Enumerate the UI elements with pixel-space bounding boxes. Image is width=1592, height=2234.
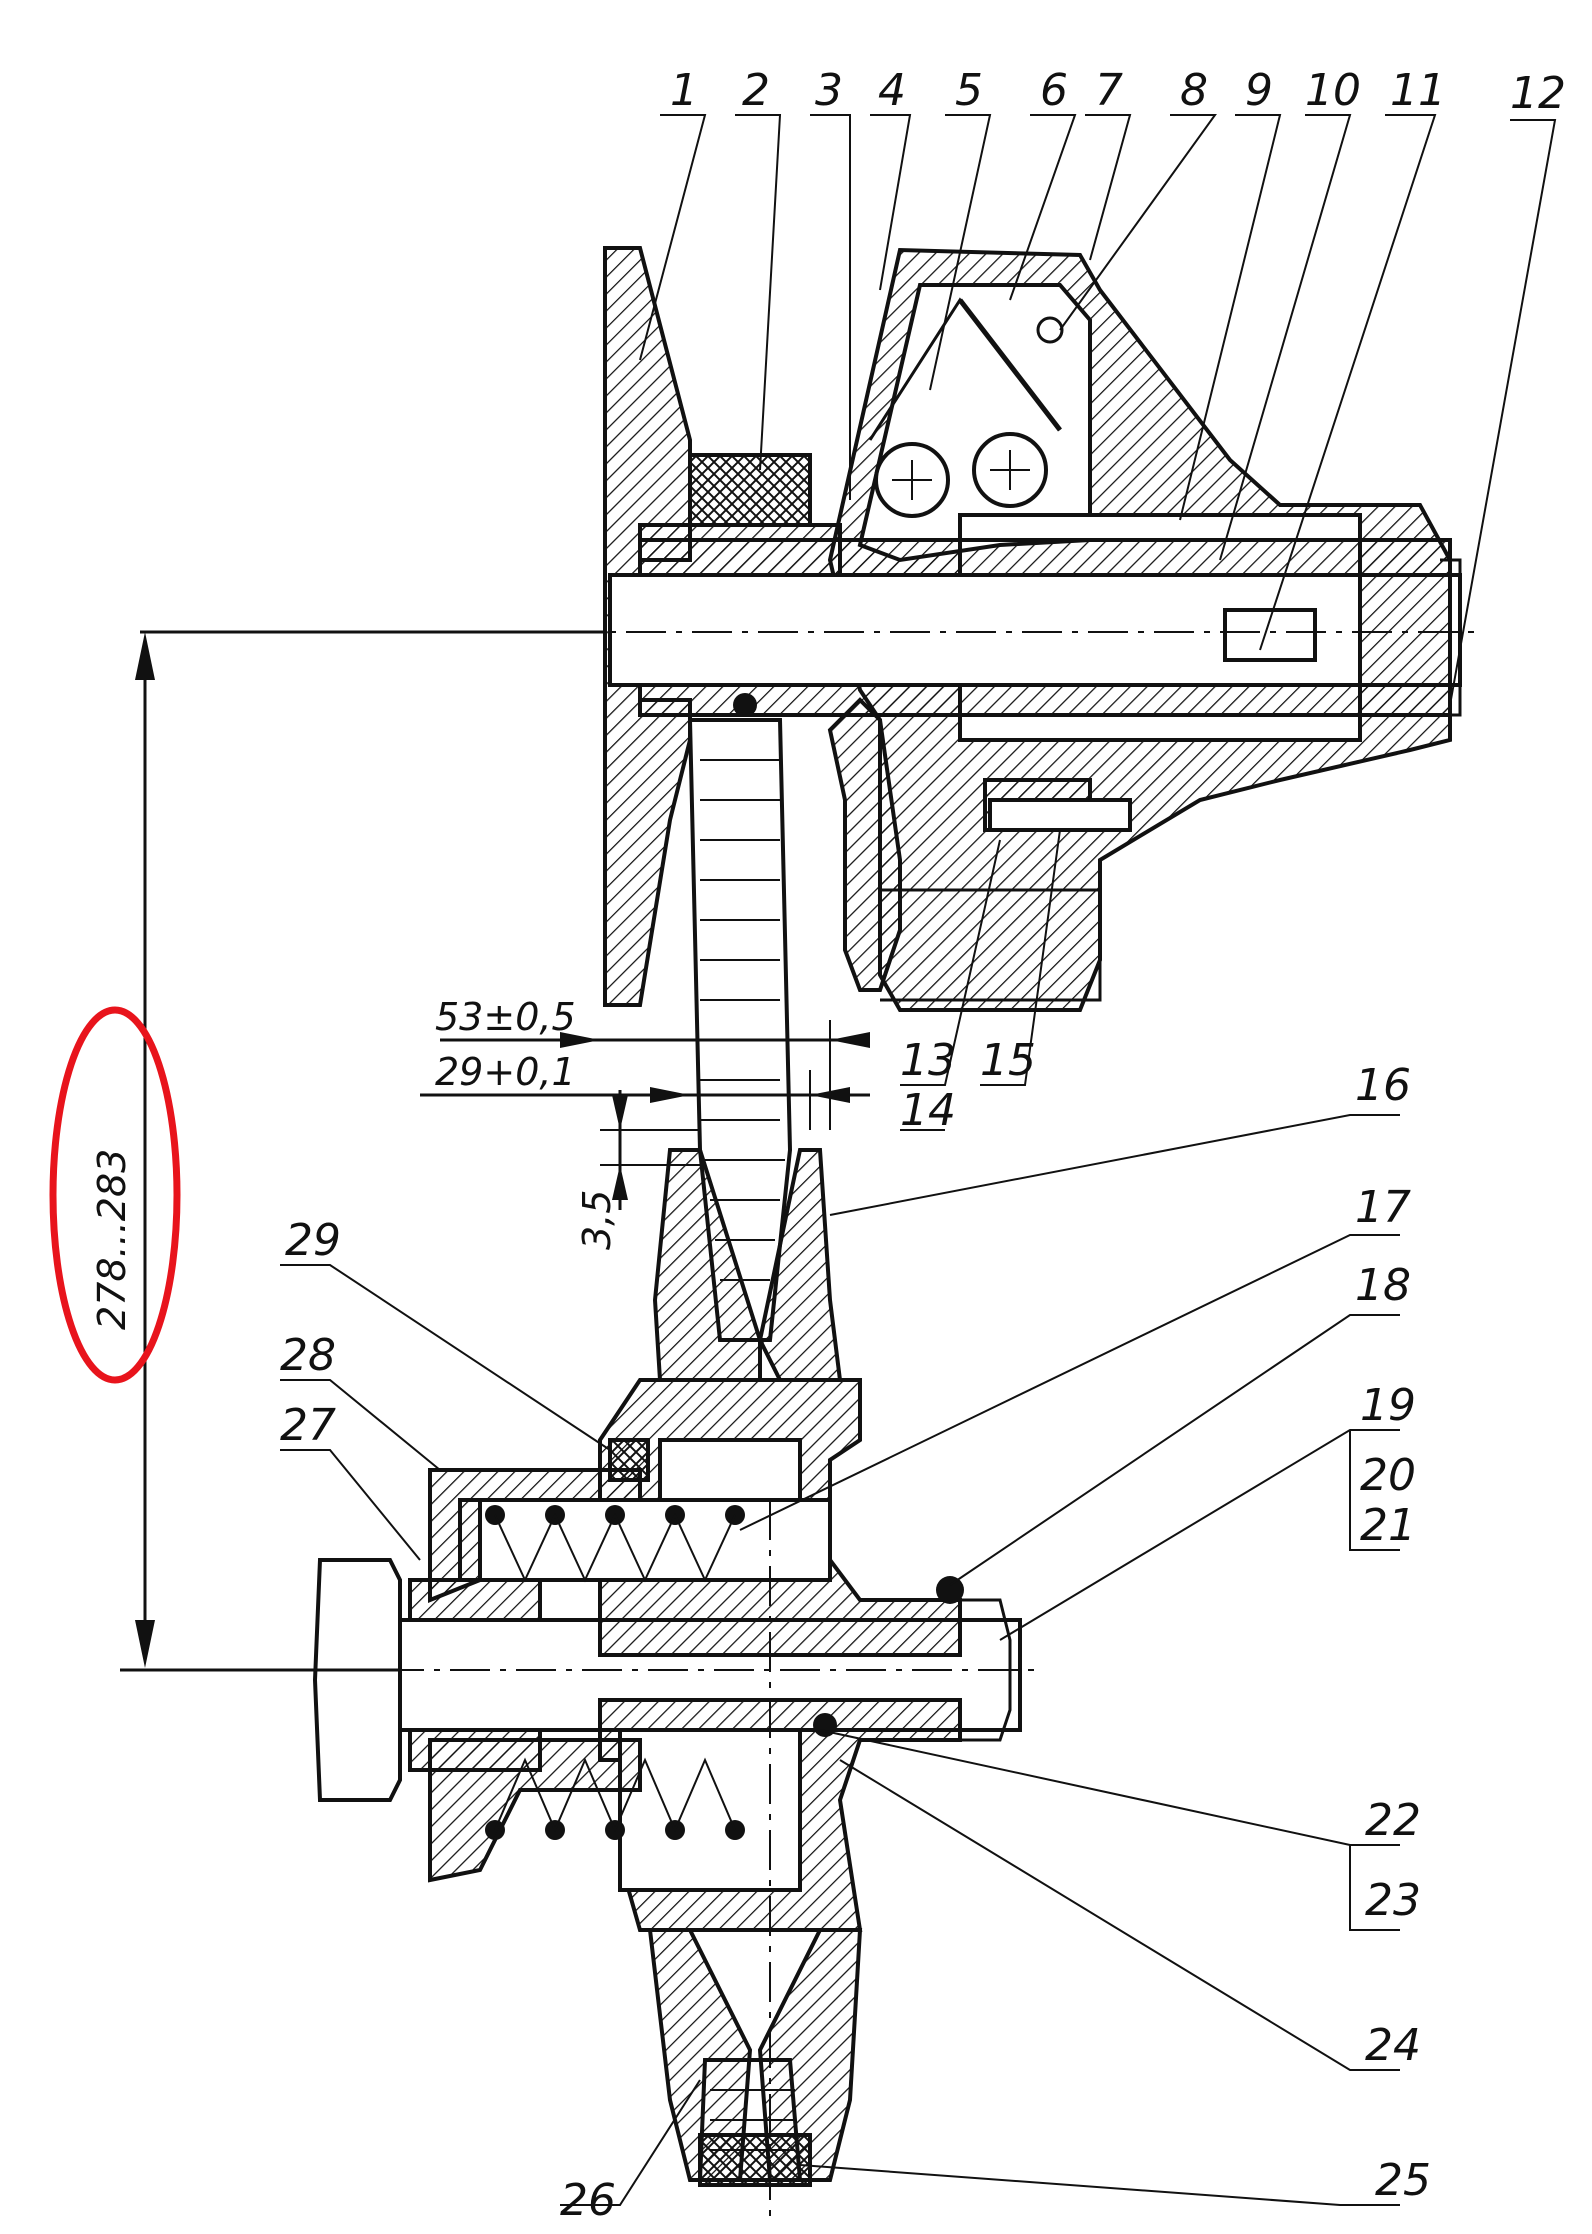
dim-center-distance-text: 278...283 <box>90 1149 134 1330</box>
shaft-collar-top <box>408 1578 542 1622</box>
center-distance-arrow-bottom <box>135 1620 155 1668</box>
part-label: 16 <box>1355 1060 1411 1111</box>
dim-29-arrow-left <box>650 1087 690 1103</box>
lower-housing-outline <box>880 888 1102 1002</box>
driven-shaft-sleeve-top <box>598 1618 962 1657</box>
part-label: 5 <box>955 65 983 116</box>
driven-pulley-group <box>120 1148 1040 2220</box>
dimension-texts: 53±0,5 29+0,1 3,5 278...283 <box>90 995 619 1330</box>
part-label: 21 <box>1360 1500 1416 1551</box>
part-label: 3 <box>815 65 843 116</box>
clutch-cam-lower <box>428 1738 642 1883</box>
dim-29-arrow-right <box>810 1087 850 1103</box>
dimension-lines <box>120 630 870 1672</box>
drive-shaft <box>608 573 1462 687</box>
part-label: 4 <box>878 65 906 116</box>
driven-ball-bearing <box>813 1713 837 1737</box>
driven-cone-left-bottom <box>647 1928 753 2182</box>
highlight-ellipse <box>49 1006 181 1384</box>
dim-3-5-arrow-bottom <box>612 1165 628 1200</box>
dim-3-5-arrow-top <box>612 1095 628 1130</box>
part-label: 9 <box>1245 65 1273 116</box>
part-label: 28 <box>280 1330 336 1381</box>
part-label: 19 <box>1360 1380 1416 1431</box>
drive-pulley-group <box>560 246 1480 1012</box>
ball-bearing <box>733 693 757 717</box>
part-label: 12 <box>1510 68 1566 119</box>
shaft-sleeve-bottom <box>638 683 962 717</box>
part-label: 17 <box>1355 1182 1411 1233</box>
dim-53-arrow-right <box>830 1032 870 1048</box>
driven-shaft-sleeve-bottom <box>598 1698 962 1732</box>
driven-end-washer <box>936 1576 964 1604</box>
part-label: 10 <box>1305 65 1361 116</box>
seal-29 <box>608 1438 650 1482</box>
dim-pulley-gap-text: 29+0,1 <box>435 1050 576 1094</box>
part-label: 27 <box>280 1400 336 1451</box>
driven-cone-right-bottom <box>757 1928 863 2182</box>
pivot-pin <box>1036 316 1064 344</box>
part-label: 7 <box>1095 65 1123 116</box>
dim-3-5-extensions <box>600 1129 700 1166</box>
part-label: 26 <box>560 2175 616 2226</box>
shaft-collar-bottom <box>408 1728 542 1772</box>
dim-53-arrow-left <box>560 1032 600 1048</box>
part-label: 11 <box>1390 65 1446 116</box>
end-nut <box>1440 558 1462 717</box>
driven-end-nut <box>960 1598 1012 1742</box>
roller-cross-marks <box>892 450 1030 500</box>
part-label: 22 <box>1365 1795 1421 1846</box>
part-label: 20 <box>1360 1450 1416 1501</box>
part-label: 24 <box>1365 2020 1421 2071</box>
bearing-block-2 <box>688 453 812 527</box>
ramp-plate-edge <box>958 298 1062 432</box>
part-label: 29 <box>285 1215 341 1266</box>
pin-15 <box>988 798 1132 832</box>
part-label: 8 <box>1180 65 1208 116</box>
guide-rod-upper <box>958 513 1362 542</box>
part-label: 14 <box>900 1085 956 1136</box>
leader-lines <box>280 114 1557 2206</box>
dim-flange-gap-text: 53±0,5 <box>435 995 576 1039</box>
part-label: 2 <box>742 65 770 116</box>
part-label: 13 <box>900 1035 956 1086</box>
driven-cavity-bottom <box>618 1718 802 1892</box>
part-labels: 1 2 3 4 5 6 7 8 9 10 11 12 13 14 15 16 1… <box>280 65 1566 2226</box>
part-label: 15 <box>980 1035 1036 1086</box>
flywheel-stub <box>312 1558 402 1802</box>
part-label: 23 <box>1365 1875 1421 1926</box>
center-distance-arrow-top <box>135 632 155 680</box>
end-cap <box>1358 538 1452 717</box>
spring-housing <box>458 1498 832 1582</box>
guide-rod-lower <box>958 713 1362 742</box>
part-label: 1 <box>670 65 698 116</box>
shaft-sleeve-top <box>638 538 962 577</box>
part-label: 25 <box>1375 2155 1431 2206</box>
part-label: 18 <box>1355 1260 1411 1311</box>
part-label: 6 <box>1040 65 1068 116</box>
dim-belt-offset-text: 3,5 <box>575 1190 619 1250</box>
